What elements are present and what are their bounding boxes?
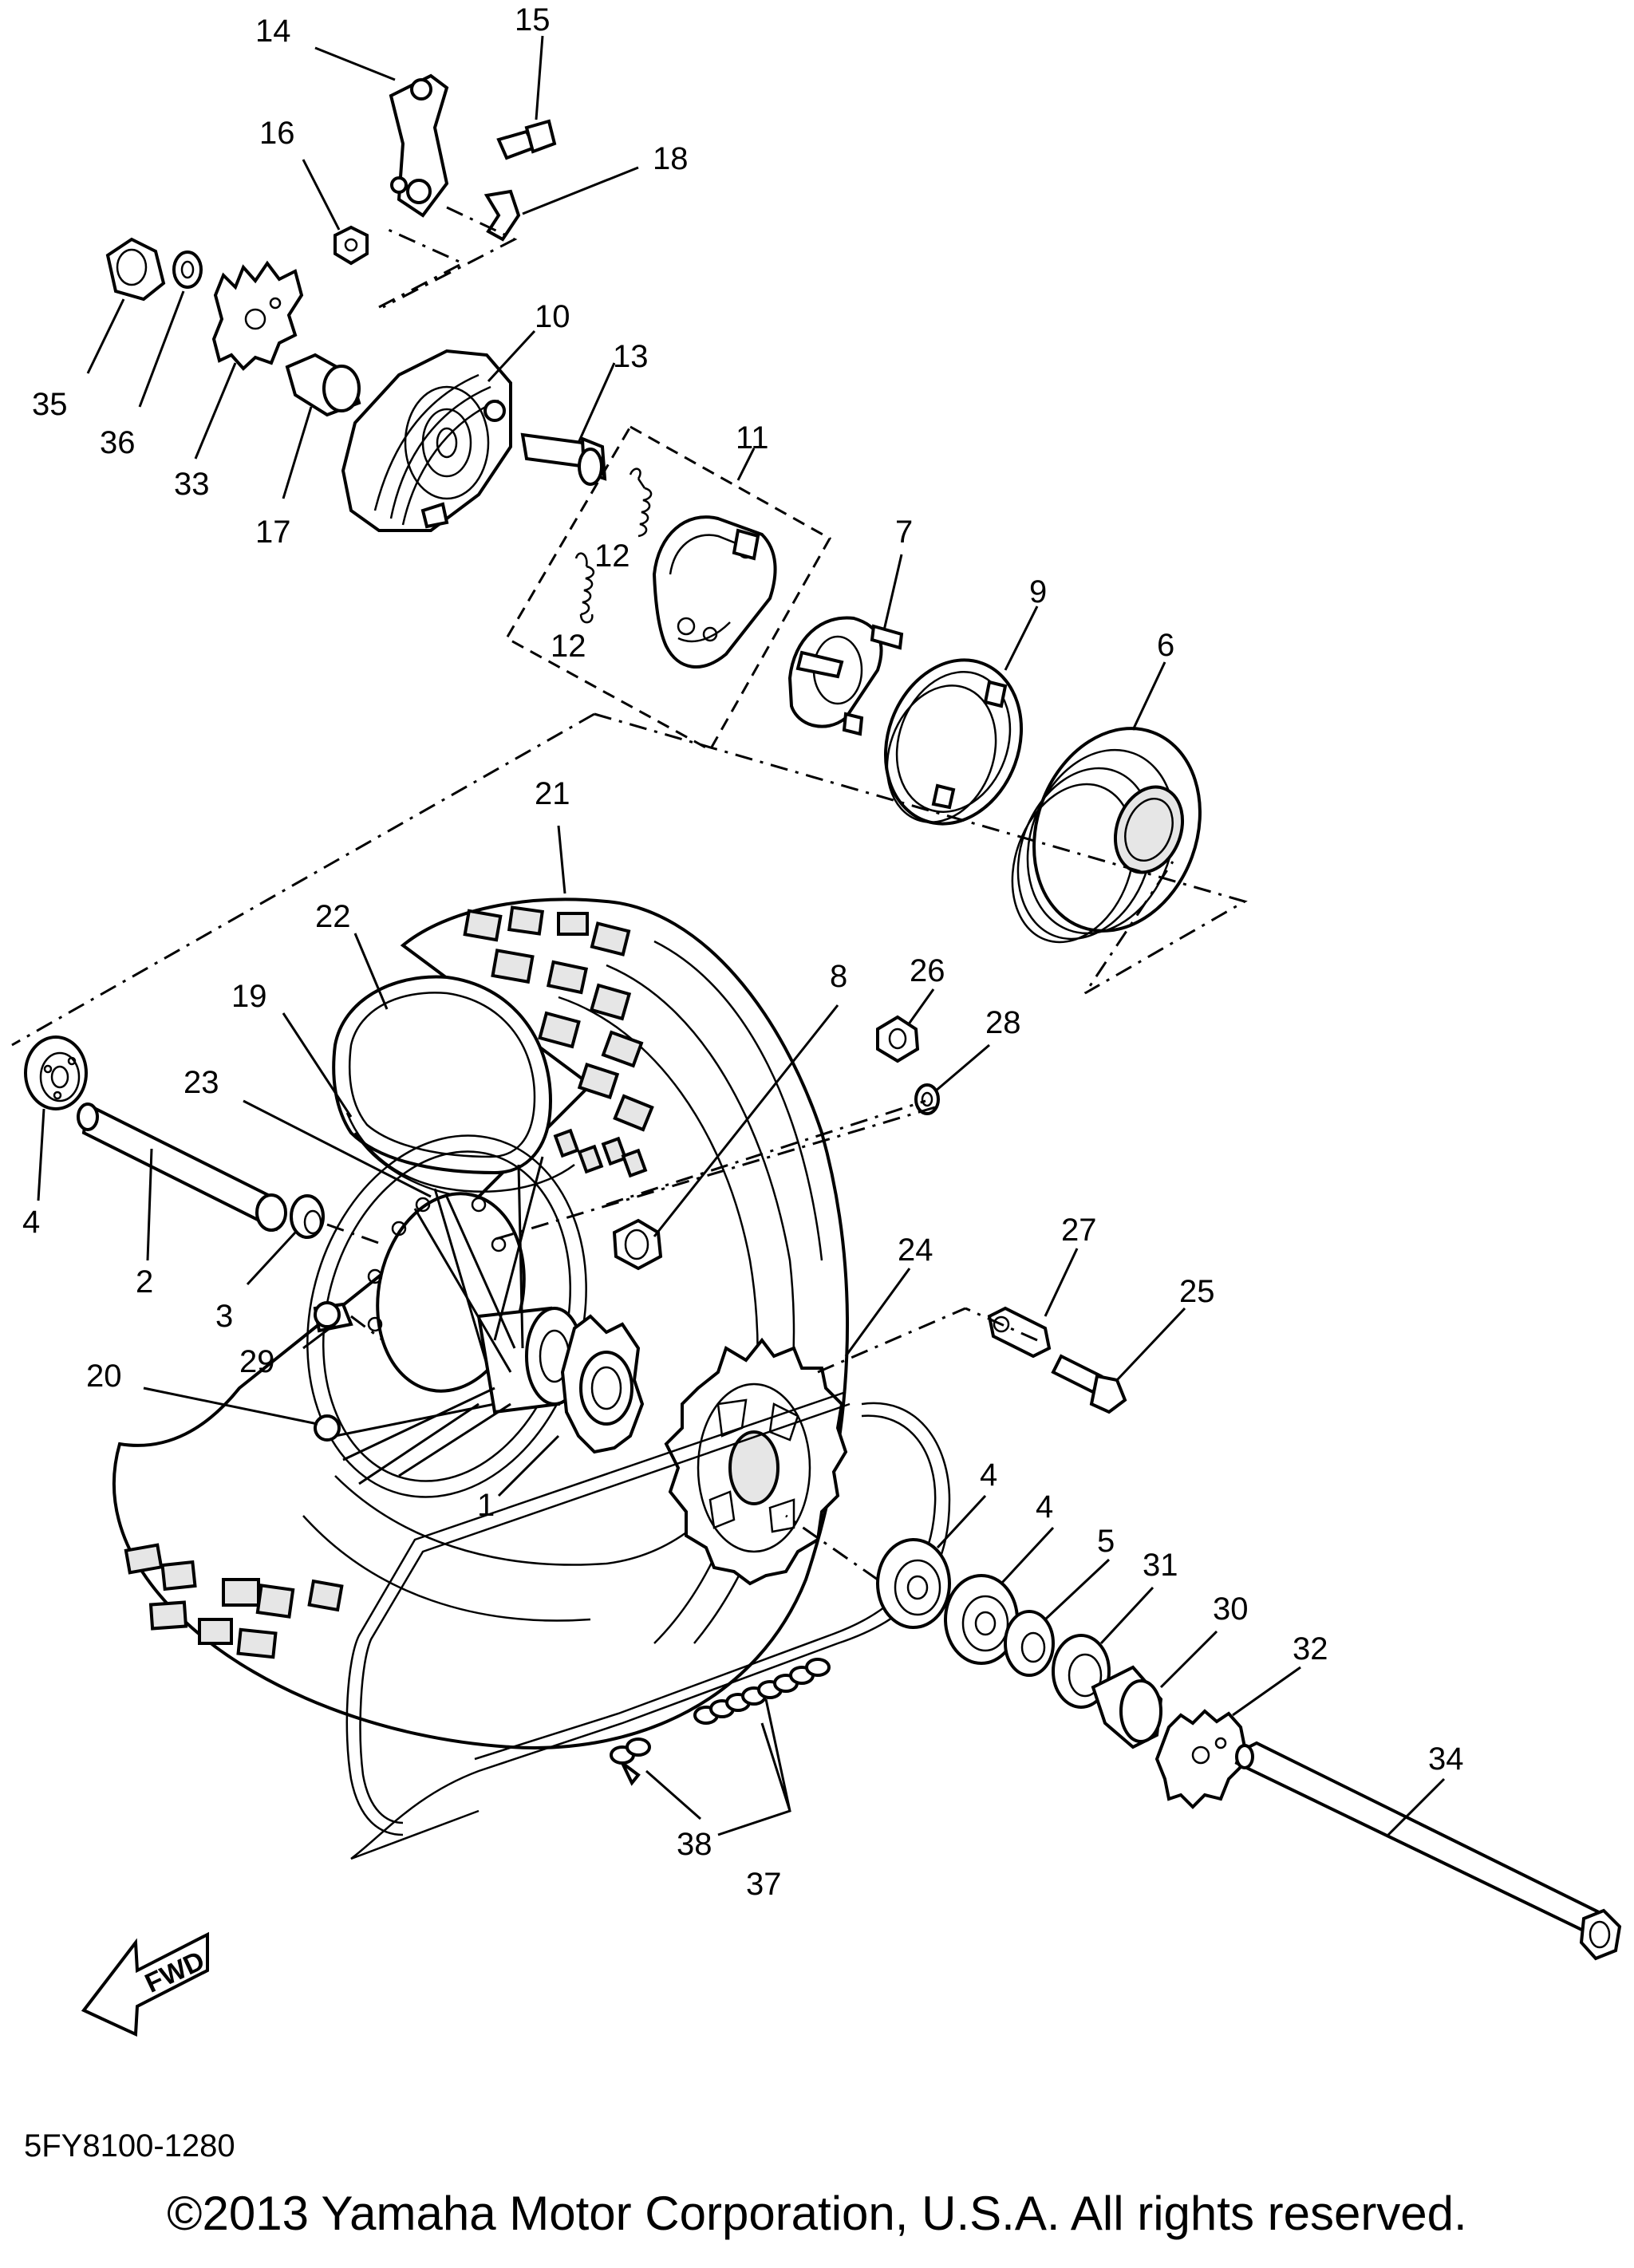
diagram-code: 5FY8100-1280 (24, 2128, 235, 2163)
fwd-arrow-icon: FWD (81, 1931, 209, 2037)
callout-15: 15 (515, 2, 551, 37)
master-link (610, 1737, 651, 1786)
brake-shoe-kit-outline (504, 424, 832, 752)
brake-camshaft (520, 432, 607, 486)
callout-11: 11 (736, 420, 769, 456)
spoke-nipples (553, 1128, 648, 1178)
spacer-washer (1004, 1610, 1055, 1677)
wheel-rim (306, 1112, 587, 1498)
callout-19: 19 (231, 979, 267, 1014)
lock-washer (914, 1083, 940, 1115)
callout-4-right-2: 4 (1036, 1489, 1053, 1524)
callout-36: 36 (100, 425, 136, 460)
callout-12-lower: 12 (551, 629, 586, 664)
return-spring-1 (629, 467, 653, 538)
callout-14: 14 (255, 14, 291, 49)
callout-5: 5 (1097, 1524, 1115, 1559)
callout-34: 34 (1428, 1741, 1464, 1777)
callout-4-right-1: 4 (980, 1457, 997, 1493)
collar-spacer (285, 353, 361, 417)
bearing-right-1 (876, 1538, 951, 1629)
callout-10: 10 (535, 299, 570, 334)
callout-21: 21 (535, 776, 570, 811)
callout-4-left: 4 (22, 1205, 40, 1240)
indicator-plate (483, 189, 521, 242)
callout-2: 2 (136, 1264, 153, 1300)
callout-7: 7 (895, 515, 913, 550)
callout-25: 25 (1179, 1274, 1215, 1309)
chain-puller (987, 1306, 1052, 1359)
wheel-damper (1011, 727, 1202, 944)
chain-segment (693, 1658, 831, 1725)
copyright-notice: ©2013 Yamaha Motor Corporation, U.S.A. A… (167, 2187, 1467, 2240)
callout-33: 33 (174, 467, 210, 502)
callout-37: 37 (746, 1867, 782, 1902)
brake-shoe (652, 515, 777, 669)
callout-28: 28 (985, 1005, 1021, 1040)
callout-8: 8 (830, 959, 847, 994)
spokes (334, 1156, 544, 1485)
callout-24: 24 (898, 1233, 933, 1268)
rear-sprocket (664, 1337, 848, 1586)
return-spring-2 (574, 552, 595, 624)
callout-3: 3 (215, 1299, 233, 1334)
callout-9: 9 (1029, 574, 1047, 609)
lever-bolt (496, 119, 557, 160)
brake-panel (341, 349, 512, 532)
callout-16: 16 (259, 116, 295, 151)
hub-spacer (77, 1102, 287, 1232)
brake-drum-ring (883, 658, 1024, 826)
callout-18: 18 (653, 141, 689, 176)
hub-flange-sprocket (560, 1314, 645, 1454)
rear-axle (1234, 1741, 1622, 1961)
bearing-right-2 (944, 1574, 1019, 1665)
collar-right (1091, 1665, 1163, 1749)
callout-13: 13 (613, 339, 649, 374)
callout-23: 23 (184, 1065, 219, 1100)
adjusting-bolt (1051, 1354, 1127, 1414)
callout-6: 6 (1157, 628, 1174, 663)
valve-stem (313, 1301, 353, 1333)
callout-38: 38 (677, 1827, 712, 1862)
small-sprocket (211, 260, 304, 371)
callout-12-upper: 12 (594, 538, 630, 574)
callout-27: 27 (1061, 1213, 1097, 1248)
callout-26: 26 (910, 953, 945, 988)
callout-22: 22 (315, 899, 351, 934)
callout-20: 20 (86, 1359, 122, 1394)
washer (172, 250, 203, 289)
brake-cam-lever (389, 73, 449, 218)
bearing-left (24, 1035, 88, 1110)
sprocket-nut (612, 1218, 663, 1271)
flange-nut (876, 1015, 920, 1063)
callout-35: 35 (32, 387, 68, 422)
hub-nut (105, 237, 166, 302)
callout-30: 30 (1213, 1592, 1249, 1627)
callout-1: 1 (477, 1488, 495, 1523)
rim-lock-nut (314, 1414, 341, 1442)
callout-17: 17 (255, 515, 291, 550)
sprocket-right (1154, 1709, 1247, 1809)
sprocket-drive-hub (787, 616, 904, 736)
callout-32: 32 (1293, 1631, 1328, 1666)
lever-nut (334, 225, 369, 266)
callout-29: 29 (239, 1344, 275, 1379)
callout-31: 31 (1143, 1548, 1178, 1583)
oil-seal (290, 1194, 325, 1239)
inner-tube (332, 975, 553, 1175)
